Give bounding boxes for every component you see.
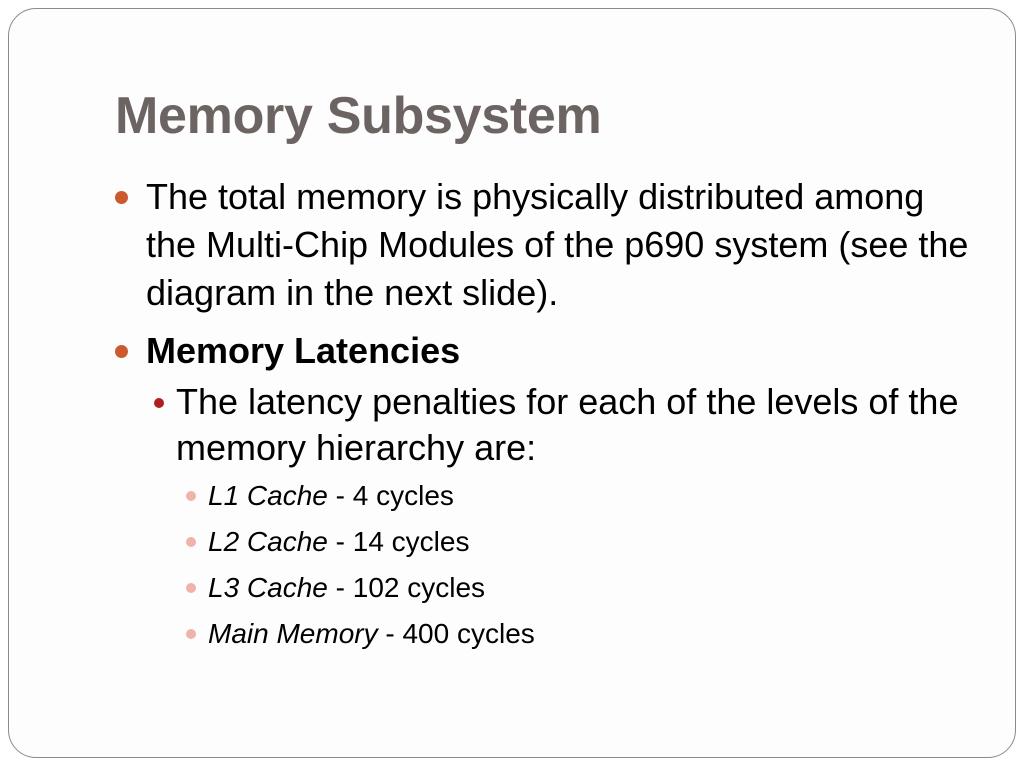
latency-item-l3-cache: L3 Cache - 102 cycles (184, 565, 969, 611)
latency-name: L3 Cache (208, 572, 328, 603)
latency-name: Main Memory (208, 618, 378, 649)
sub-bullet-latency-penalties: The latency penalties for each of the le… (150, 379, 969, 471)
bullet-dot-icon (186, 629, 196, 639)
bullet-dot-icon (154, 398, 164, 408)
sub-bullet-text: The latency penalties for each of the le… (176, 381, 959, 468)
bullet-dot-icon (186, 537, 196, 547)
bullet-dot-icon (186, 583, 196, 593)
latency-name: L2 Cache (208, 526, 328, 557)
slide-title: Memory Subsystem (115, 87, 602, 145)
bullet-memory-distribution: The total memory is physically distribut… (109, 173, 969, 317)
bullet-dot-icon (115, 345, 128, 358)
latency-value: - 14 cycles (327, 526, 470, 557)
bullet-memory-latencies: Memory Latencies (109, 327, 969, 375)
bullet-dot-icon (115, 191, 128, 204)
latency-item-l2-cache: L2 Cache - 14 cycles (184, 519, 969, 565)
bullet-dot-icon (186, 491, 196, 501)
slide-content: The total memory is physically distribut… (109, 173, 969, 657)
latency-name: L1 Cache (208, 480, 328, 511)
latency-value: - 400 cycles (377, 618, 535, 649)
bullet-text: The total memory is physically distribut… (146, 176, 969, 313)
latency-item-l1-cache: L1 Cache - 4 cycles (184, 473, 969, 519)
latency-value: - 4 cycles (327, 480, 454, 511)
latency-value: - 102 cycles (327, 572, 486, 603)
bullet-text: Memory Latencies (146, 330, 461, 371)
latency-item-main-memory: Main Memory - 400 cycles (184, 611, 969, 657)
slide: Memory Subsystem The total memory is phy… (8, 8, 1016, 758)
